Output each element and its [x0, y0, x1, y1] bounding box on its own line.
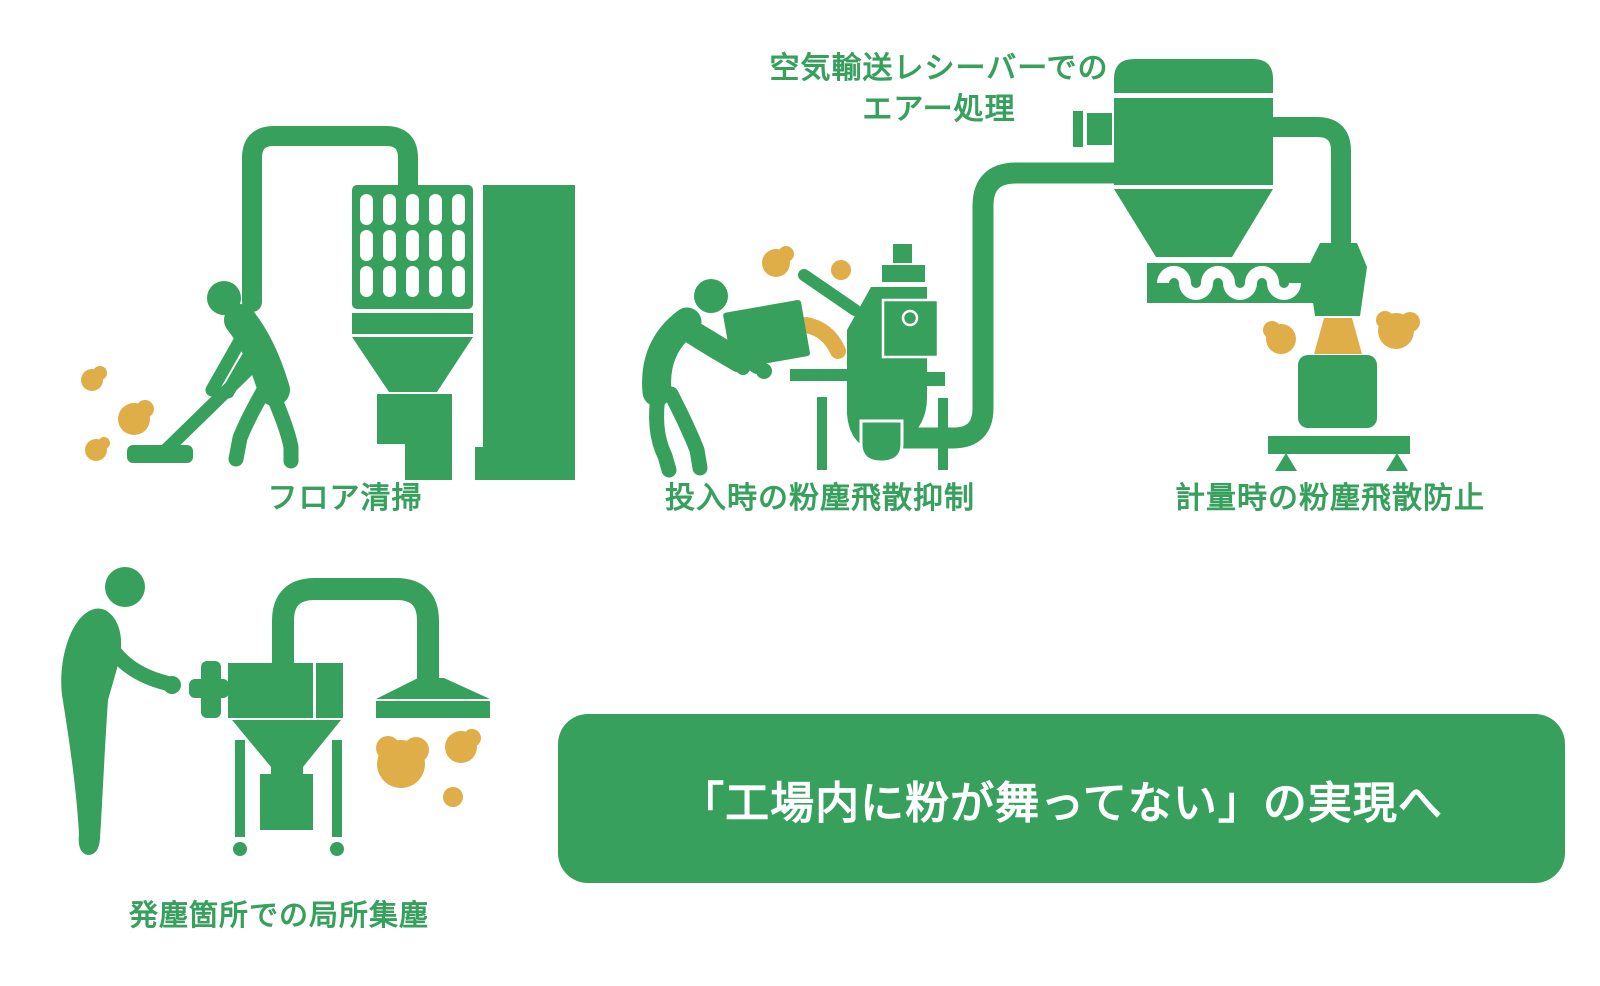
vacuum-nozzle-icon	[127, 445, 193, 463]
screw-conveyor-icon	[1147, 263, 1315, 303]
mobile-dust-collector-icon	[189, 661, 344, 856]
label-weighing: 計量時の粉塵飛散防止	[1175, 482, 1485, 515]
floor-cleaning-pictogram	[81, 126, 575, 480]
label-floor-cleaning: フロア清掃	[267, 482, 423, 515]
weighing-scale-icon	[1268, 355, 1410, 471]
pneumatic-receiver-icon	[1073, 59, 1273, 257]
filter-grid-icon	[360, 194, 465, 297]
open-lid-icon	[798, 269, 861, 316]
charging-hopper-icon	[790, 244, 948, 470]
machine-wall-icon	[475, 185, 575, 480]
captured-dust-icon	[376, 729, 481, 807]
vacuum-wand-icon	[159, 363, 255, 457]
airborne-dust-icon	[1263, 311, 1420, 354]
wheel-icon	[233, 842, 247, 856]
suction-hood-icon	[376, 678, 490, 718]
suction-duct-icon	[272, 578, 439, 689]
label-charging: 投入時の粉塵飛散抑制	[665, 482, 975, 515]
label-air-receiver-line2: エアー処理	[862, 93, 1016, 126]
label-air-receiver: 空気輸送レシーバーでの エアー処理	[719, 48, 1159, 130]
control-panel-icon	[881, 298, 940, 359]
air-receiver-weighing-pictogram	[1073, 59, 1420, 471]
discharge-nozzle-icon	[1308, 243, 1367, 316]
dust-collector-icon	[352, 185, 575, 480]
goal-banner: 「工場内に粉が舞ってない」の実現へ	[558, 714, 1565, 883]
worker-operating-icon	[61, 567, 181, 855]
vacuum-hose-icon	[242, 126, 418, 312]
powder-pour-icon	[762, 246, 851, 359]
worker-sweeping-icon	[127, 281, 299, 469]
discharge-pipe-icon	[1261, 117, 1351, 252]
gauge-icon	[901, 309, 919, 327]
wheel-icon	[330, 842, 344, 856]
transport-pipe-icon	[894, 162, 1125, 449]
goal-banner-text: 「工場内に粉が舞ってない」の実現へ	[680, 778, 1443, 828]
charging-pictogram	[642, 162, 1125, 478]
powder-stream-icon	[1314, 318, 1362, 354]
label-local-dust-collection: 発塵箇所での局所集塵	[128, 900, 429, 932]
floor-dust-icon	[81, 366, 154, 461]
worker-charging-icon	[642, 279, 772, 478]
local-dust-collection-pictogram	[61, 567, 490, 856]
label-air-receiver-line1: 空気輸送レシーバーでの	[769, 52, 1109, 85]
